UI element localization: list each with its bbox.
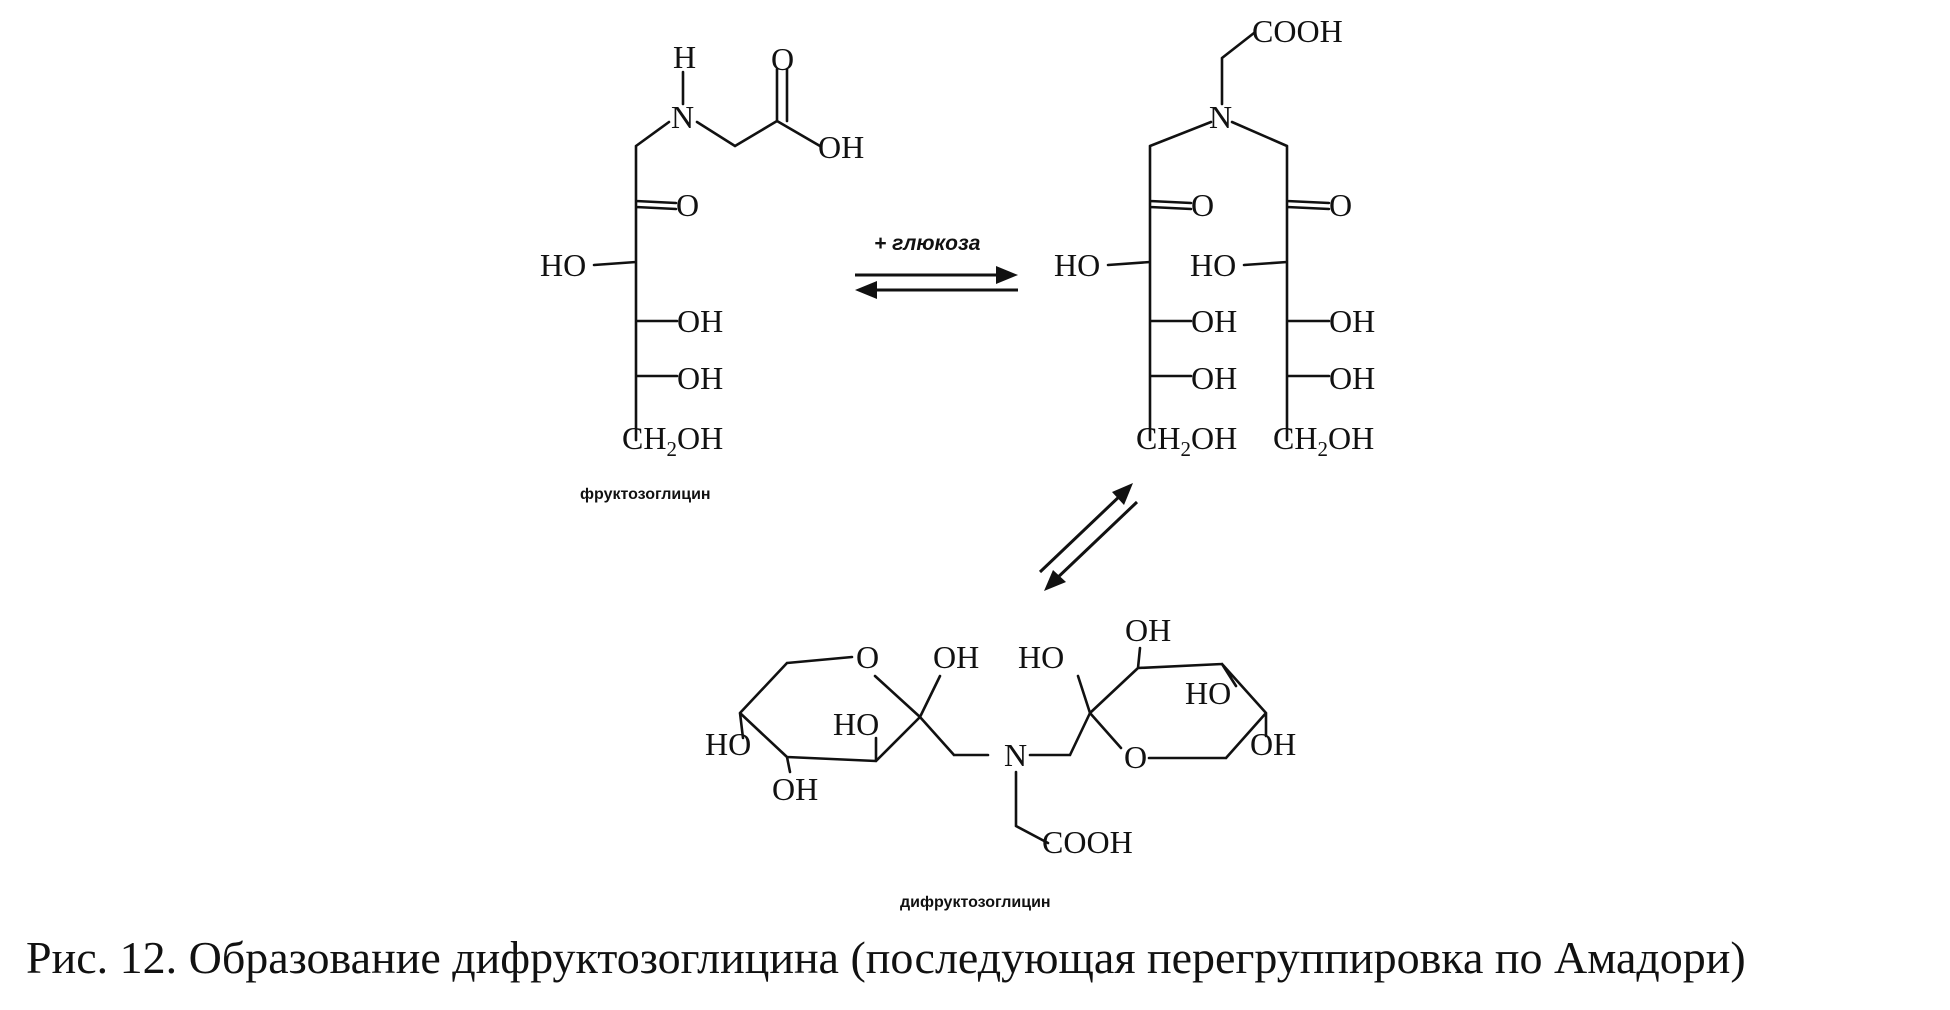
f3-left-ho-outer: HO: [705, 726, 751, 762]
f1-ho-c3: HO: [540, 247, 586, 283]
f2-right-ho-c3: HO: [1190, 247, 1236, 283]
down-arrow-head: [1044, 570, 1066, 591]
f2-cooh-top: COOH: [1252, 13, 1343, 49]
f2-right-ch2oh: CH2OH: [1273, 420, 1374, 461]
horizontal-equilibrium-arrows: + глюкоза: [855, 232, 1018, 299]
difructosoglycine-label: дифруктозоглицин: [900, 894, 1051, 911]
forward-arrow-head: [996, 266, 1018, 284]
reagent-label: + глюкоза: [874, 232, 981, 255]
f3-n-atom: N: [1004, 737, 1027, 773]
fructosoglycine-structure: H N O OH O HO OH OH CH2OH фруктозоглицин: [540, 39, 864, 503]
f1-carbonyl-o-atom: O: [771, 41, 794, 77]
fructosoglycine-label: фруктозоглицин: [580, 486, 711, 503]
reverse-arrow-head: [855, 281, 877, 299]
f3-left-ring-bonds: [738, 655, 990, 774]
f3-left-ring-o: O: [856, 639, 879, 675]
f3-left-oh-bottom: OH: [772, 771, 818, 807]
f2-left-keto-o: O: [1191, 187, 1214, 223]
f2-right-oh-c4: OH: [1329, 303, 1375, 339]
f1-acid-oh: OH: [818, 129, 864, 165]
cyclic-product-structure: O OH HO HO OH N COOH HO OH HO O OH дифру…: [705, 612, 1296, 911]
f3-right-ho-inner: HO: [1185, 675, 1231, 711]
f3-linker-bonds: [1014, 711, 1092, 845]
f2-right-keto-o: O: [1329, 187, 1352, 223]
f1-bonds: [592, 67, 822, 442]
down-arrow-line: [1052, 500, 1139, 583]
f2-left-ch2oh: CH2OH: [1136, 420, 1237, 461]
f2-left-oh-c4: OH: [1191, 303, 1237, 339]
f3-right-ring-o: O: [1124, 739, 1147, 775]
f2-n-atom: N: [1209, 99, 1232, 135]
f1-h-atom: H: [673, 39, 696, 75]
f2-bonds: [1106, 31, 1331, 442]
up-arrow-head: [1112, 483, 1133, 505]
f1-keto-o-atom: O: [676, 187, 699, 223]
f3-left-anomeric-oh: OH: [933, 639, 979, 675]
f2-left-oh-c5: OH: [1191, 360, 1237, 396]
f1-n-atom: N: [671, 99, 694, 135]
f1-oh-c4: OH: [677, 303, 723, 339]
f1-ch2oh: CH2OH: [622, 420, 723, 461]
f3-right-anomeric-ho: HO: [1018, 639, 1064, 675]
f3-right-oh-outer: OH: [1250, 726, 1296, 762]
f1-oh-c5: OH: [677, 360, 723, 396]
diagonal-equilibrium-arrows: [1038, 483, 1139, 591]
f2-right-oh-c5: OH: [1329, 360, 1375, 396]
f3-left-ho-inner: HO: [833, 706, 879, 742]
f3-right-oh-top: OH: [1125, 612, 1171, 648]
f3-cooh-bottom: COOH: [1042, 824, 1133, 860]
f3-right-ring-bonds: [1076, 646, 1268, 760]
up-arrow-line: [1038, 491, 1125, 574]
figure-caption: Рис. 12. Образование дифруктозоглицина (…: [26, 932, 1746, 983]
open-chain-product-structure: COOH N O O HO HO OH OH OH OH CH2OH CH2OH: [1054, 13, 1375, 461]
f2-left-ho-c3: HO: [1054, 247, 1100, 283]
